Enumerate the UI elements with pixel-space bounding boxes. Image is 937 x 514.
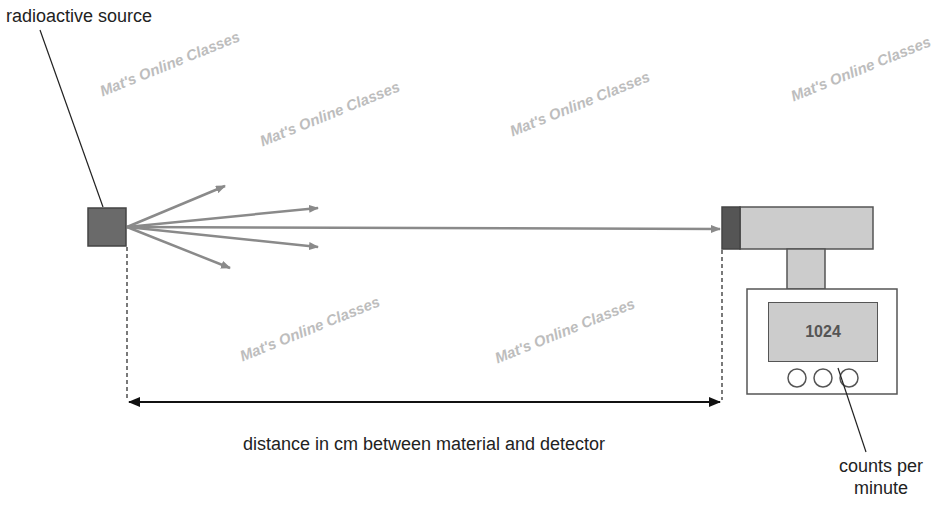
distance-arrow xyxy=(129,401,720,403)
watermark: Mat's Online Classes xyxy=(788,33,933,105)
detector-stem xyxy=(787,249,825,289)
radioactive-source xyxy=(88,208,126,246)
counter-display: 1024 xyxy=(768,302,878,362)
detector-tube xyxy=(740,207,873,249)
watermark: Mat's Online Classes xyxy=(492,295,637,367)
detector-window xyxy=(722,207,740,249)
part-label: radioactive source xyxy=(6,6,152,28)
watermark: Mat's Online Classes xyxy=(257,78,402,150)
distance-guides xyxy=(127,247,722,400)
part-label: counts per minute xyxy=(831,456,931,499)
watermark: Mat's Online Classes xyxy=(97,28,242,100)
leader-line xyxy=(838,368,866,452)
counter-box xyxy=(747,289,897,394)
watermark: Mat's Online Classes xyxy=(507,68,652,140)
display-reading: 1024 xyxy=(805,323,841,341)
leader-line xyxy=(40,30,103,207)
radiation-rays xyxy=(127,186,720,268)
watermark: Mat's Online Classes xyxy=(237,293,382,365)
counter-buttons xyxy=(788,369,858,387)
dimension-label: distance in cm between material and dete… xyxy=(243,434,605,456)
